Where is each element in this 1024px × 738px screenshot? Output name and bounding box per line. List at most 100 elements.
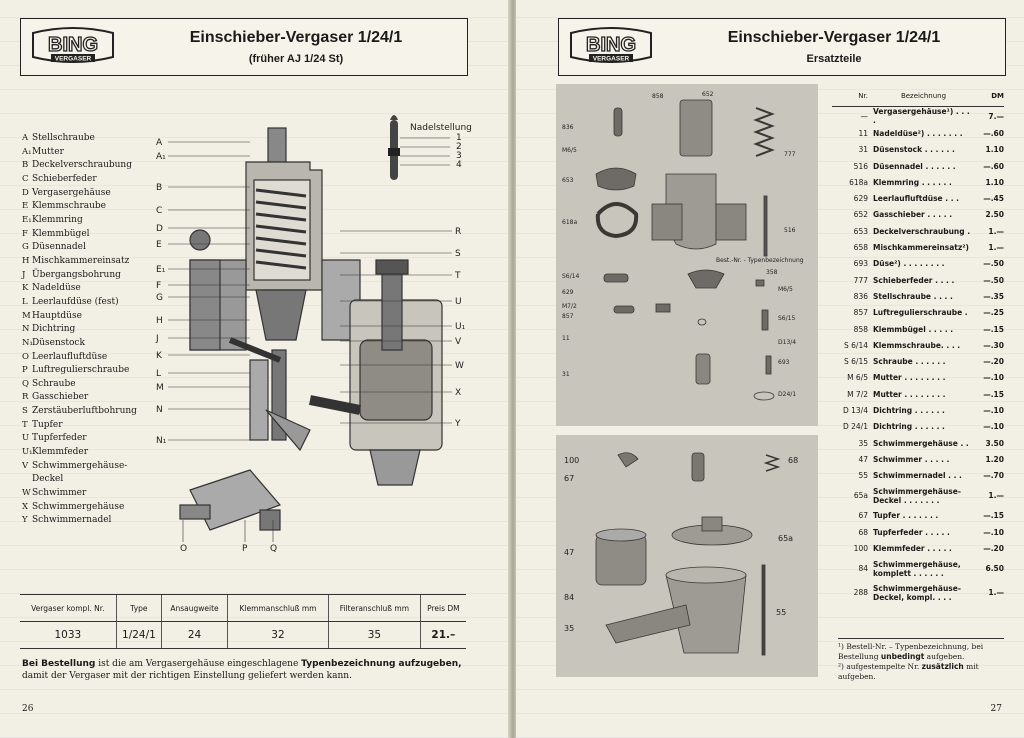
legend-text: Mutter — [32, 146, 64, 157]
legend-text: Klemmbügel — [32, 228, 90, 239]
diagram-label: T — [454, 271, 461, 281]
diagram-label: Y — [454, 419, 461, 429]
legend-letter: N — [22, 324, 30, 335]
spec-header-cell: Ansaugweite — [161, 594, 228, 622]
legend-text: Übergangsbohrung — [32, 269, 121, 280]
part-name: Schwimmergehäuse-Deckel, kompl. . . . — [873, 581, 974, 605]
part-number: 11 — [858, 128, 868, 138]
svg-text:VERGASER: VERGASER — [55, 56, 92, 63]
page-title: Einschieber-Vergaser 1/24/1 — [727, 29, 941, 46]
part-number: D 24/1 — [842, 422, 868, 432]
legend-letter: K — [22, 283, 29, 294]
part-name: Tupferfeder . . . . . — [873, 524, 974, 540]
part-price: —.25 — [983, 308, 1004, 318]
legend-text: Nadeldüse — [32, 283, 81, 294]
part-name: Mutter . . . . . . . . — [873, 370, 974, 386]
photo-part-label: D24/1 — [778, 391, 796, 398]
spec-cell: 24 — [161, 621, 228, 649]
part-number: 857 — [853, 308, 868, 318]
part-name-line: Deckel, kompl. . . . — [873, 592, 952, 602]
legend-text: Klemmfeder — [32, 447, 89, 458]
part-name-line: Vergasergehäuse¹) . . . . — [873, 107, 970, 126]
part-number: 516 — [853, 161, 868, 171]
part-price: 3.50 — [985, 438, 1004, 448]
parts-row: 100 Klemmfeder . . . . . —.20 — [832, 540, 1004, 556]
legend-letter: C — [22, 173, 29, 184]
legend-text: Schwimmergehäuse — [32, 501, 125, 512]
legend-letter: X — [22, 501, 29, 512]
photo-part-label: 55 — [776, 608, 786, 617]
part-price: 1.— — [988, 491, 1004, 501]
diagram-label: E₁ — [156, 265, 166, 275]
part-number: 67 — [858, 511, 868, 521]
part-name: Stellschraube . . . . — [873, 288, 974, 304]
part-name: Vergasergehäuse¹) . . . . — [873, 107, 974, 126]
part-name-line: Dichtring . . . . . . — [873, 405, 945, 415]
photo-part-label: 11 — [562, 335, 570, 342]
part-name: Leerlaufluftdüse . . . — [873, 190, 974, 206]
part-number: M 7/2 — [847, 389, 868, 399]
diagram-label: N — [156, 405, 163, 415]
spec-cell: 1033 — [20, 621, 117, 649]
spec-cell: 32 — [226, 621, 329, 649]
legend-letter: Q — [22, 378, 29, 389]
diagram-label: G — [156, 293, 163, 303]
part-name-line: Düse²) . . . . . . . . — [873, 259, 945, 269]
legend-text: Düsenstock — [32, 337, 85, 348]
part-price: 1.— — [988, 588, 1004, 598]
legend-letter: Y — [22, 515, 28, 526]
part-price: —.50 — [983, 275, 1004, 285]
part-name: Düsennadel . . . . . . — [873, 158, 974, 174]
photo-part-label: M6/5 — [562, 147, 577, 154]
part-number: 55 — [858, 471, 868, 481]
part-number: 836 — [853, 291, 868, 301]
photo-part-label: 31 — [562, 371, 570, 378]
part-name: Luftregulierschraube . — [873, 305, 974, 321]
part-price: 6.50 — [985, 564, 1004, 574]
part-name: Nadeldüse²) . . . . . . . — [873, 125, 974, 141]
part-name: Schraube . . . . . . — [873, 353, 974, 369]
part-name: Schwimmergehäuse-Deckel . . . . . . . — [873, 484, 974, 508]
part-name: Mischkammereinsatz²) — [873, 239, 974, 255]
part-name-line: Stellschraube . . . . — [873, 291, 953, 301]
photo-part-label: 693 — [778, 359, 790, 366]
part-name-line: Mutter . . . . . . . . — [873, 389, 946, 399]
legend-letter: P — [22, 365, 28, 376]
part-number: 47 — [858, 454, 868, 464]
part-number: 658 — [853, 243, 868, 253]
part-name-line: komplett . . . . . . — [873, 568, 944, 578]
part-price: —.20 — [983, 544, 1004, 554]
part-name: Schwimmergehäuse . . — [873, 435, 974, 451]
part-name-line: Mischkammereinsatz²) — [873, 243, 969, 253]
part-number: 100 — [853, 544, 868, 554]
diagram-label: P — [242, 544, 248, 554]
part-name-line: Schwimmernadel . . . — [873, 471, 962, 481]
part-name-line: Gasschieber . . . . . — [873, 210, 953, 220]
photo-part-label: 65a — [778, 534, 793, 543]
left-header: BING VERGASER Einschieber-Vergaser 1/24/… — [20, 18, 468, 76]
legend-text: Zerstäuberluftbohrung — [32, 406, 137, 417]
part-name-line: Klemmfeder . . . . . — [873, 544, 952, 554]
photo-part-label: S6/14 — [562, 273, 579, 280]
